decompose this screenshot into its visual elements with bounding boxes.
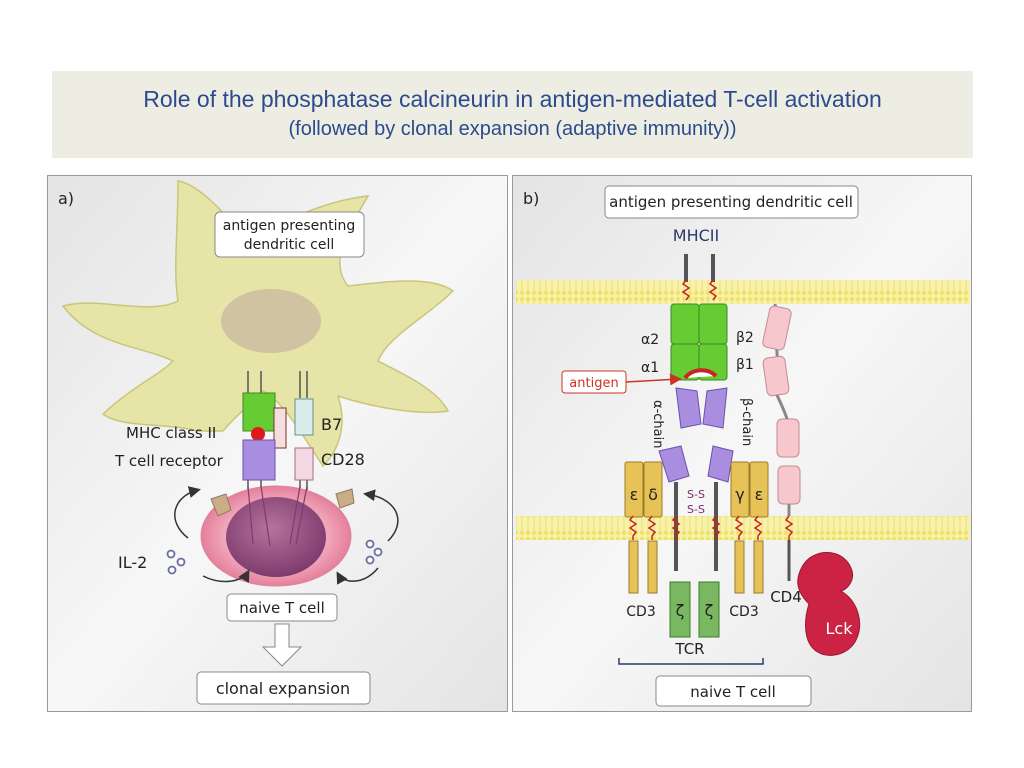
alpha1-label: α1 [641,360,659,376]
lck-label: Lck [826,619,854,638]
apc-membrane [516,280,970,304]
panel-a-letter: a) [58,189,74,208]
tcr-tm-segments [628,515,794,540]
cd28-label: CD28 [321,450,365,469]
cd3-epsilon-right [749,461,769,518]
dendritic-label-line2: dendritic cell [244,237,335,253]
expansion-arrow [261,623,303,667]
dendritic-nucleus [221,289,321,353]
t-cell-nucleus [226,497,326,577]
antigen-pointer-arrow [625,373,682,386]
b7-label: B7 [321,415,342,434]
epsilon-right-label: ε [755,485,764,504]
naive-t-cell-box [655,675,812,707]
antigen-peptide-groove [683,368,718,380]
beta2-label: β2 [736,330,754,346]
il2-arrow-lower-left [202,569,250,583]
panel-b-letter: b) [523,189,539,208]
il2-receptor-right [335,488,355,509]
cd4-label: CD4 [770,588,802,606]
title-banner: Role of the phosphatase calcineurin in a… [52,71,973,158]
alpha2-label: α2 [641,332,659,348]
il2-arrow-upper-right [363,489,399,542]
cd4-hinge [775,394,789,420]
tcr-label: TCR [674,640,704,658]
mhc-alpha2-domain [670,303,700,345]
cd3-delta [643,461,663,518]
cd28-receptor [294,447,314,481]
apc-label: antigen presenting dendritic cell [609,193,853,211]
tcr-beta-v-domain [702,387,728,429]
clonal-expansion-label: clonal expansion [216,679,350,698]
mhc-label: MHC class II [126,424,216,442]
mhc-class-ii [242,392,276,432]
slide-subtitle: (followed by clonal expansion (adaptive … [288,118,737,140]
disulfide-bond-2: S-S [687,503,705,516]
cd3-epsilon-left [624,461,644,518]
receptor-tails [247,485,308,547]
panel-b: b) antigen presenting dendritic cell MHC… [512,175,972,712]
cd3-gamma [730,461,750,518]
zeta-1-label: ζ [676,601,685,620]
disulfide-bond-1: S-S [687,488,705,501]
cd3-left-label: CD3 [626,604,655,620]
gamma-label: γ [735,485,744,504]
epsilon-left-label: ε [630,485,639,504]
il2-arrow-upper-left [174,486,201,539]
antigen-dot [251,427,265,441]
cd4-domain-1 [762,305,792,351]
alpha-chain-label: α-chain [650,400,665,448]
t-cell-receptor [242,439,276,481]
cd3-right-label: CD3 [729,604,758,620]
cd3-epsilon-left-tail [628,540,639,594]
mhcii-stalks [684,254,715,282]
dendritic-label-line1: antigen presenting [223,218,356,234]
antigen-label: antigen [569,376,618,391]
t-cell-membrane [516,516,970,540]
tcr-beta-c-domain [707,445,734,483]
mhcii-tm-segments [681,279,718,301]
slide-title: Role of the phosphatase calcineurin in a… [143,86,882,112]
panel-a-diagram: antigen presenting dendritic cell a) MHC… [48,176,507,711]
antigen-peptide [273,407,287,449]
tcr-bracket [618,658,764,665]
cd4-domain-2 [762,355,790,397]
naive-label-box [226,593,338,622]
tcr-alpha-v-domain [675,387,702,429]
b7-receptor [294,398,314,436]
zeta-2-label: ζ [705,601,714,620]
tcr-alpha-c-domain [658,445,690,483]
lck-kinase [797,552,861,656]
naive-t-cell-label: naive T cell [239,599,324,617]
delta-label: δ [648,485,658,504]
clonal-label-box [196,671,371,705]
zeta-chain-2 [698,581,720,638]
il2-arrow-lower-right [336,567,379,585]
il2-receptor-left [210,493,232,517]
zeta-chain-1 [669,581,691,638]
beta1-label: β1 [736,357,754,373]
dendritic-label-box [214,211,365,258]
cd3-epsilon-right-tail [753,540,764,594]
panel-b-diagram: b) antigen presenting dendritic cell MHC… [513,176,971,711]
cd4-domain-3 [776,418,800,458]
panel-a: antigen presenting dendritic cell a) MHC… [47,175,508,712]
cd4-domain-4 [777,465,801,505]
panel-b-background [513,176,971,711]
mhcii-label: MHCII [673,226,719,245]
beta-chain-label: β-chain [739,398,754,446]
cd3-gamma-tail [734,540,745,594]
il2-label: IL-2 [118,553,147,572]
il2-molecules [166,539,383,575]
apc-label-box [604,185,859,219]
naive-t-cell-label-b: naive T cell [690,683,775,701]
tcr-label: T cell receptor [114,452,224,470]
cd3-delta-tail [647,540,658,594]
mhc-beta2-domain [698,303,728,345]
